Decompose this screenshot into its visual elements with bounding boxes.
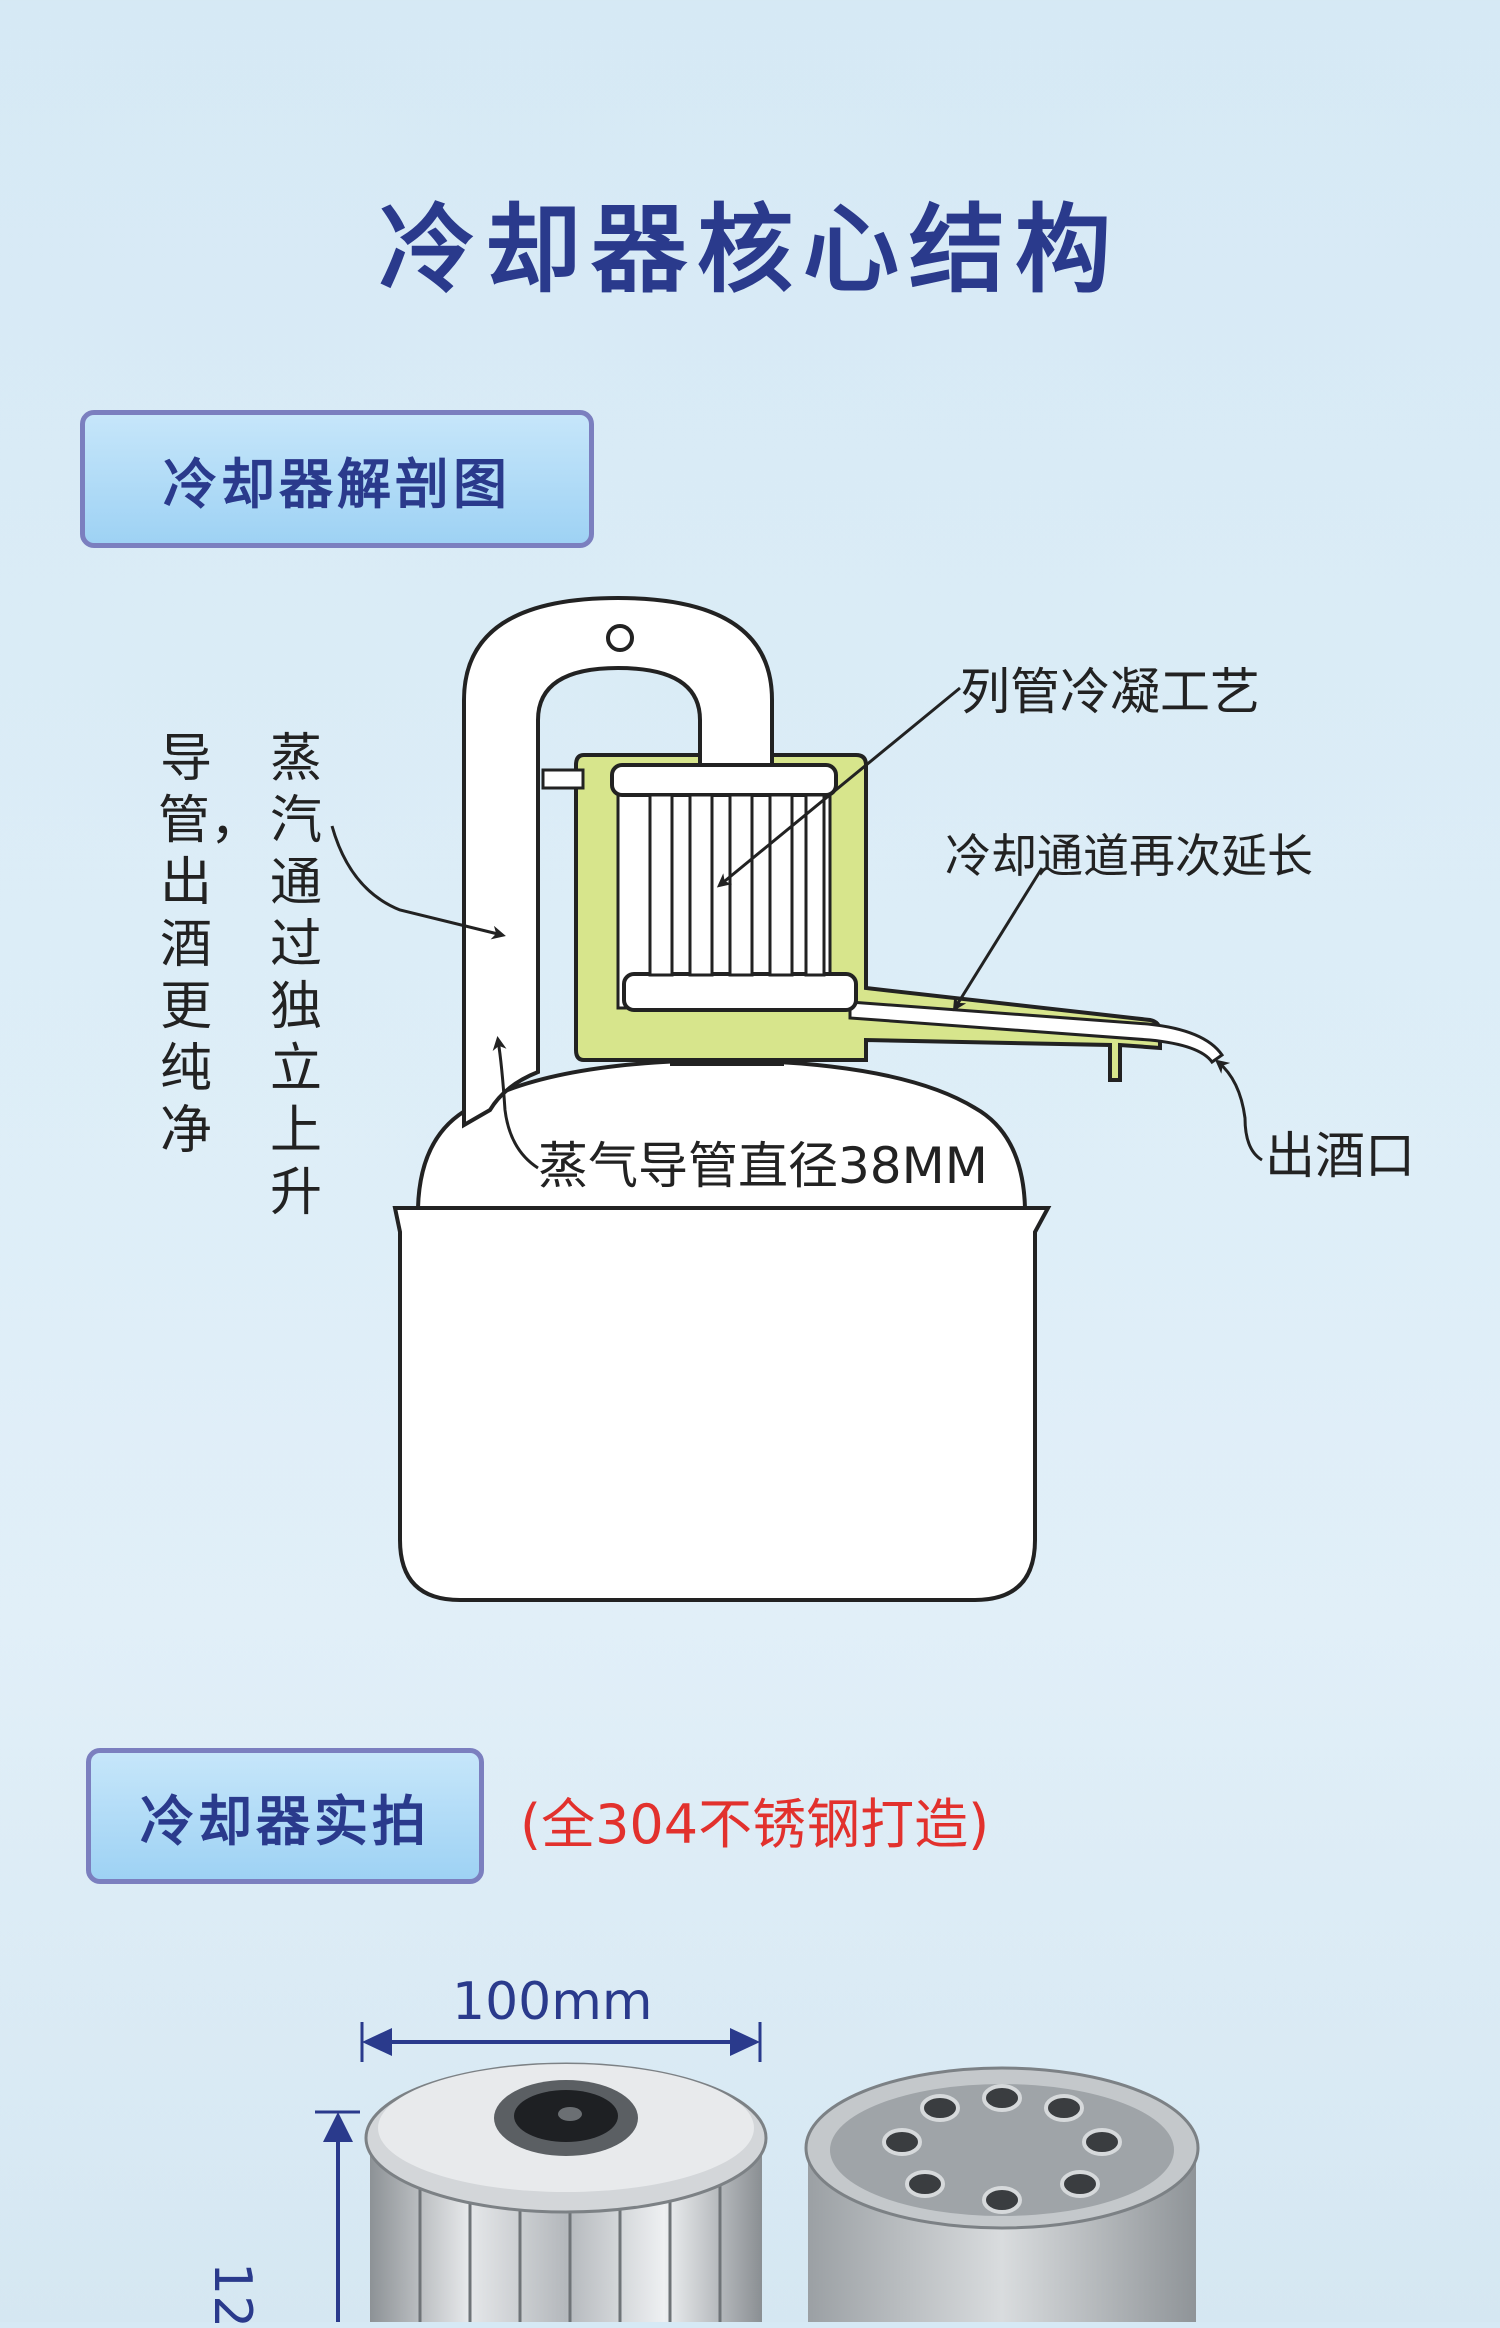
page-title: 冷却器核心结构 xyxy=(379,194,1121,306)
arrow-channel-extend xyxy=(952,867,1044,1012)
arrow-tube-condense xyxy=(716,686,961,888)
label-channel-extend: 冷却通道再次延长 xyxy=(945,829,1313,883)
pot-body xyxy=(392,1206,1052,1602)
vertical-text-pipe: 导管，出酒更纯净 xyxy=(158,729,263,1161)
condensing-tubes xyxy=(648,793,826,977)
label-pipe-diameter: 蒸气导管直径38MM xyxy=(538,1137,988,1195)
outlet-tube xyxy=(848,1000,1225,1065)
dimension-width-label: 100mm xyxy=(452,1972,653,2032)
arrow-steam-rise xyxy=(330,825,506,940)
section-tag-photo: 冷却器实拍 xyxy=(86,1748,484,1884)
label-outlet: 出酒口 xyxy=(1265,1127,1415,1185)
tube-plate-top xyxy=(610,763,838,797)
tube-plate-bottom xyxy=(622,972,858,1012)
material-note: (全304不锈钢打造) xyxy=(520,1793,990,1856)
label-tube-condense: 列管冷凝工艺 xyxy=(960,663,1260,721)
dim-width-arrow-right xyxy=(730,2028,760,2056)
vertical-text-steam: 蒸汽通过独立上升 xyxy=(269,729,322,1223)
section-tag-anatomy: 冷却器解剖图 xyxy=(80,410,594,548)
condenser-photo-left xyxy=(364,2062,768,2322)
dimension-height-label: 12 xyxy=(202,2262,262,2328)
dim-width-arrow-left xyxy=(362,2028,392,2056)
condenser-photo-right xyxy=(804,2066,1200,2322)
steam-riser-pipe xyxy=(462,595,774,1129)
riser-connector xyxy=(541,768,585,790)
dim-height-arrow-top xyxy=(323,2112,353,2142)
hanging-hole xyxy=(606,624,634,652)
arrow-outlet xyxy=(1214,1059,1263,1162)
arrow-pipe-diameter xyxy=(492,1036,539,1170)
